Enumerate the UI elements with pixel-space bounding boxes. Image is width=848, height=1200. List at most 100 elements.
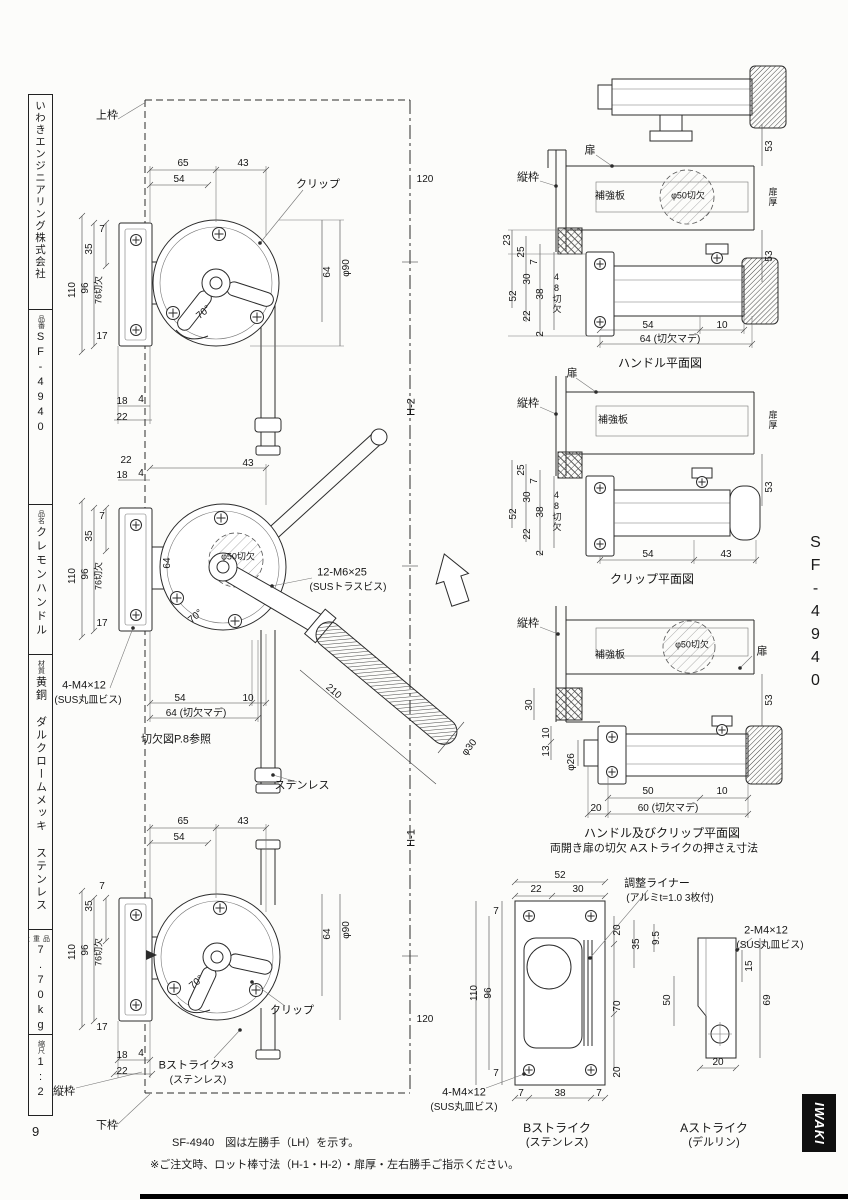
label-notch-ref: 切欠図P.8参照 (140, 733, 212, 746)
dim-54-bot: 54 (173, 832, 185, 843)
label-vframe-2: 縦枠 (517, 397, 539, 410)
dim-96-mid: 96 (80, 568, 91, 580)
label-door-2: 扉 (566, 367, 578, 380)
label-m4-as: 2-M4×12 (744, 924, 788, 937)
dim-54-mid: 54 (174, 693, 186, 704)
dim-H2: H-2 (405, 398, 418, 416)
dim-53-3: 53 (764, 694, 775, 706)
label-vframe-1: 縦枠 (517, 171, 539, 184)
sidebar-name-section: 品名 クレモンハンドル (29, 505, 52, 655)
dim-23-1: 23 (502, 234, 513, 246)
dim-18-bot: 18 (116, 1050, 128, 1061)
footer-note-handing: SF-4940 図は左勝手（LH）を示す。 (172, 1137, 360, 1149)
caption-combined-note: 両開き扉の切欠 Aストライクの押さえ寸法 (549, 842, 759, 855)
dim-54-1: 54 (642, 320, 654, 331)
label-vframe-3: 縦枠 (517, 617, 539, 630)
dim-phi30: φ30 (459, 737, 480, 759)
dim-210: 210 (323, 682, 344, 702)
dim-7c-bs: 7 (518, 1088, 524, 1099)
dim-52-1: 52 (508, 290, 519, 302)
label-reinf-2: 補強板 (598, 415, 628, 426)
dim-76k-bot: 76切欠 (93, 937, 104, 967)
dim-30-3: 30 (524, 699, 535, 711)
dim-35-top: 35 (84, 243, 95, 255)
dim-25-1: 25 (516, 246, 527, 258)
dim-15-as: 15 (744, 960, 755, 972)
dim-9p5-as: 9.5 (651, 931, 662, 945)
label-clip-bot: クリップ (270, 1004, 314, 1017)
dim-22-bs: 22 (530, 884, 542, 895)
field-label-name: 品名 (37, 510, 45, 524)
dim-10-3b: 10 (716, 786, 728, 797)
dim-20b-bs: 20 (612, 1066, 623, 1078)
footer-note-order: ※ご注文時、ロット棒寸法（H-1・H-2）・扉厚・左右勝手ご指示ください。 (150, 1159, 520, 1171)
dim-52-bs: 52 (554, 870, 566, 881)
label-phi50-mid: φ50切欠 (221, 551, 255, 562)
caption-handle-plan: ハンドル平面図 (617, 356, 703, 370)
dim-phi90-bot: φ90 (341, 921, 352, 939)
label-liner: 調整ライナー (624, 877, 690, 890)
dim-20-as: 20 (712, 1057, 724, 1068)
dim-H1: H-1 (405, 829, 418, 847)
caption-bstrike-sub: (ステンレス) (525, 1136, 589, 1149)
label-reinf-3: 補強板 (595, 650, 625, 661)
label-screw-m4-sub: (SUS丸皿ビス) (54, 695, 122, 706)
dim-35-bs: 35 (631, 938, 642, 950)
title-block-sidebar: いわきエンジニアリング株式会社 品番 SF-4940 品名 クレモンハンドル 材… (28, 94, 53, 1116)
dim-7a-bs: 7 (493, 906, 499, 917)
dim-7-top: 7 (99, 224, 105, 235)
dim-65-top: 65 (177, 158, 189, 169)
handle-plan-view (508, 65, 787, 348)
dim-43-2: 43 (720, 549, 732, 560)
dim-20a-bs: 20 (612, 924, 623, 936)
sidebar-model-section: 品番 SF-4940 (29, 310, 52, 505)
dim-70deg-bot: 70° (187, 973, 207, 992)
field-value-scale: 1:2 (34, 1056, 47, 1101)
connecting-rod (254, 300, 282, 1060)
dim-50-3: 50 (642, 786, 654, 797)
dim-96-bot: 96 (80, 944, 91, 956)
caption-combined-plan: ハンドル及びクリップ平面図 (583, 826, 741, 840)
middle-handle-assembly (118, 428, 470, 745)
label-liner-sub: (アルミt=1.0 3枚付) (626, 893, 714, 904)
field-label-model: 品番 (37, 315, 45, 329)
label-vert-frame-bl: 縦枠 (53, 1085, 75, 1098)
dim-30-1: 30 (522, 273, 533, 285)
dim-64k-mid: 64 (切欠マデ) (165, 708, 227, 719)
caption-clip-plan: クリップ平面図 (609, 572, 695, 586)
label-door-1: 扉 (584, 144, 596, 157)
label-screw-m6: 12-M6×25 (317, 566, 367, 579)
dim-120-bot: 120 (416, 1014, 434, 1025)
dim-22-top: 22 (116, 412, 128, 423)
dim-52-2: 52 (508, 508, 519, 520)
dim-76k-mid: 76切欠 (93, 561, 104, 591)
main-dimension-lines (78, 166, 465, 1078)
company-name: いわきエンジニアリング株式会社 (34, 100, 46, 280)
dim-70deg-top: 70° (194, 303, 214, 322)
label-clip-top: クリップ (296, 178, 340, 191)
dim-22-bot: 22 (116, 1066, 128, 1077)
top-clip-assembly (118, 219, 280, 347)
dim-54-top: 54 (173, 174, 185, 185)
dim-64-mid: 64 (162, 557, 173, 569)
page-number: 9 (32, 1124, 40, 1139)
dim-2-2: 2 (535, 550, 546, 556)
field-value-name: クレモンハンドル (34, 526, 47, 638)
right-model-code: SF-4940 (807, 534, 824, 695)
dim-10-3: 10 (541, 727, 552, 739)
dim-48k-2: 48切欠 (551, 490, 562, 532)
dim-13-3: 13 (541, 745, 552, 757)
field-label-weight: 製品重量 (29, 935, 50, 942)
dim-10-mid: 10 (242, 693, 254, 704)
rotation-arrow-70deg (435, 553, 470, 607)
dim-38-1: 38 (535, 288, 546, 300)
a-strike-view (673, 937, 761, 1072)
sidebar-material-section: 材質 黄銅 ダルクロームメッキ ステンレス (29, 655, 52, 930)
field-label-material: 材質 (37, 660, 45, 674)
dim-69-as: 69 (762, 994, 773, 1006)
label-doorth-1: 扉厚 (767, 187, 778, 207)
label-m4-bs-sub: (SUS丸皿ビス) (430, 1102, 498, 1113)
label-doorth-2: 扉厚 (767, 410, 778, 430)
